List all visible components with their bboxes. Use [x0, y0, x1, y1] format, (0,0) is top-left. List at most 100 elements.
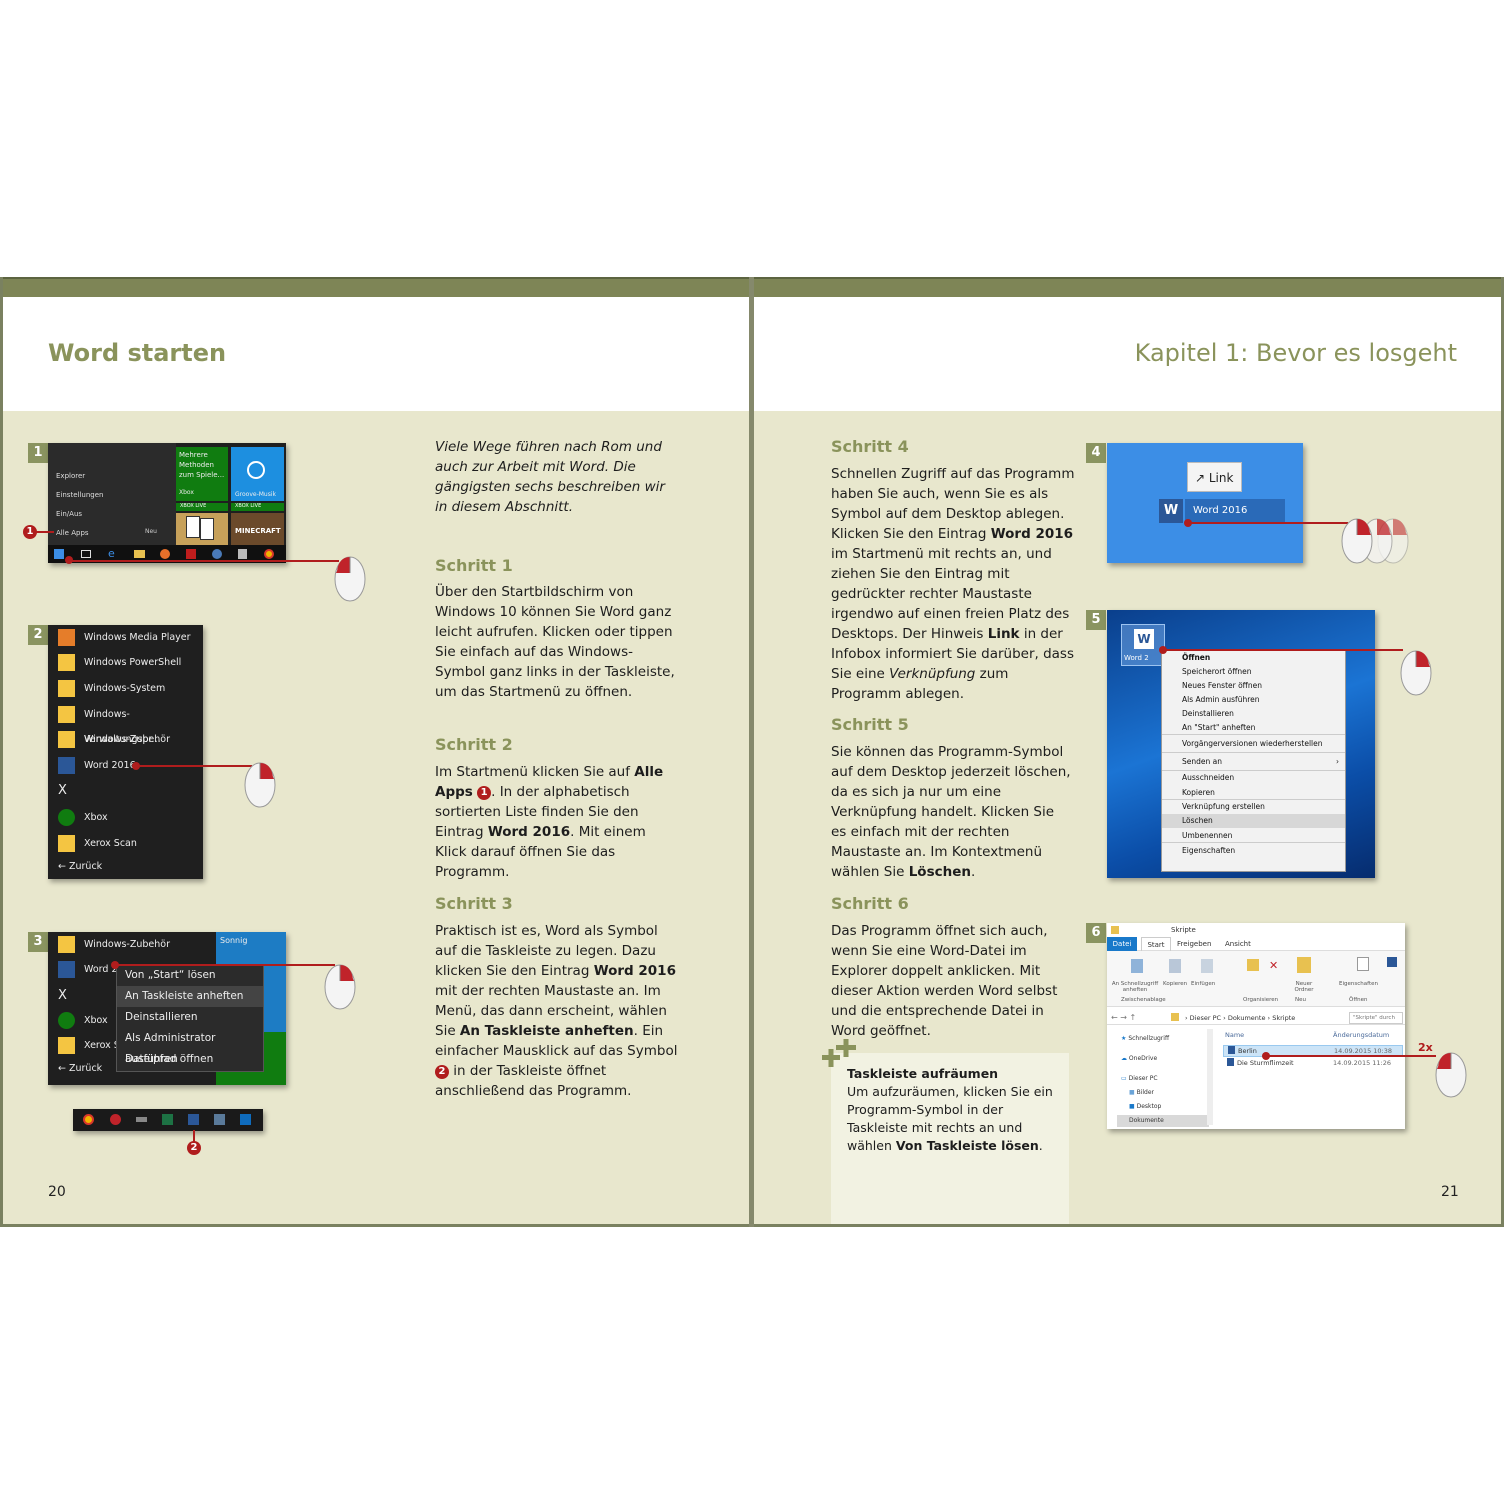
word-entry[interactable]: Word 2016: [1185, 499, 1285, 523]
ctx-send-to[interactable]: Senden an›: [1162, 753, 1345, 771]
pointer-line-6: [1266, 1055, 1436, 1057]
new-folder-button[interactable]: Neuer Ordner: [1294, 981, 1314, 993]
callout-2: 2: [187, 1141, 201, 1155]
app-xbox: Xbox: [48, 1008, 200, 1033]
calculator-icon[interactable]: [238, 549, 247, 559]
nav-pane: ★ Schnellzugriff ☁ OneDrive ▭ Dieser PC …: [1107, 1027, 1213, 1129]
app-accessories: Windows-Zubehör: [48, 932, 200, 957]
excel-icon[interactable]: [162, 1114, 173, 1125]
mouse-icon: [1341, 518, 1373, 564]
col-name[interactable]: Name: [1225, 1031, 1245, 1039]
mouse-icon: [244, 762, 276, 808]
nav-quick-access[interactable]: ★ Schnellzugriff: [1121, 1035, 1170, 1042]
nav-desktop[interactable]: ■ Desktop: [1129, 1103, 1162, 1110]
tab-datei[interactable]: Datei: [1107, 937, 1137, 951]
left-page: Word starten 1 Explorer Einstellungen Ei…: [0, 277, 750, 1227]
outlook-icon[interactable]: [240, 1114, 251, 1125]
nav-onedrive[interactable]: ☁ OneDrive: [1121, 1055, 1158, 1062]
edge-icon[interactable]: e: [108, 547, 115, 560]
ctx-open[interactable]: Öffnen: [1182, 653, 1211, 662]
word-icon[interactable]: [188, 1114, 199, 1125]
address-bar[interactable]: ← → ↑ › Dieser PC › Dokumente › Skripte …: [1107, 1011, 1405, 1025]
pin-quick-access[interactable]: An Schnellzugriff anheften: [1111, 981, 1159, 993]
ctx-unpin-start[interactable]: Von „Start“ lösen: [125, 969, 216, 981]
ctx-cut[interactable]: Ausschneiden: [1182, 773, 1235, 782]
app-icon[interactable]: [136, 1117, 147, 1122]
tab-ansicht[interactable]: Ansicht: [1225, 940, 1251, 948]
ctx-uninstall[interactable]: Deinstallieren: [125, 1011, 198, 1023]
ctx-previous-versions[interactable]: Vorgängerversionen wiederherstellen: [1162, 735, 1345, 753]
ctx-rename[interactable]: Umbenennen: [1162, 828, 1345, 843]
tile-minecraft: MINECRAFT: [231, 513, 284, 545]
windows-icon[interactable]: [54, 549, 64, 559]
menu-power: Ein/Aus: [56, 510, 83, 518]
firefox-icon[interactable]: [160, 549, 170, 559]
ribbon-tabs: Datei Start Freigeben Ansicht: [1107, 937, 1405, 951]
step-5-title: Schritt 5: [831, 715, 909, 734]
nav-pictures[interactable]: ■ Bilder: [1129, 1089, 1155, 1096]
search-input[interactable]: "Skripte" durch: [1349, 1012, 1403, 1024]
taskbar-strip: [73, 1109, 263, 1131]
ribbon: An Schnellzugriff anheften Kopieren Einf…: [1107, 951, 1405, 1007]
ctx-new-window[interactable]: Neues Fenster öffnen: [1182, 681, 1262, 690]
step-2-title: Schritt 2: [435, 735, 513, 754]
mouse-icon: [1435, 1052, 1467, 1098]
ctx-delete[interactable]: Löschen: [1162, 814, 1345, 828]
pointer-line-2: [136, 765, 252, 767]
back-button[interactable]: ← Zurück: [58, 1063, 103, 1074]
ctx-run-admin[interactable]: Als Admin ausführen: [1182, 695, 1260, 704]
step-badge-2: 2: [28, 625, 48, 645]
word-icon[interactable]: W: [1159, 499, 1183, 523]
section-title: Word starten: [48, 339, 227, 367]
menu-all-apps: Alle Apps: [56, 529, 89, 537]
intro-text: Viele Wege führen nach Rom und auch zur …: [435, 439, 665, 515]
nav-documents[interactable]: Dokumente: [1117, 1115, 1209, 1127]
tile-groove: Groove-Musik: [231, 447, 284, 501]
filezilla-icon[interactable]: [186, 549, 196, 559]
ctx-pin-start[interactable]: An "Start" anheften: [1162, 721, 1345, 735]
ctx-create-shortcut[interactable]: Verknüpfung erstellen: [1182, 802, 1265, 811]
plus-icon: [822, 1039, 856, 1067]
step-badge-6: 6: [1086, 923, 1106, 943]
ctx-uninstall[interactable]: Deinstallieren: [1182, 709, 1234, 718]
top-bar: [3, 277, 750, 297]
network-icon[interactable]: [212, 549, 222, 559]
paste-button[interactable]: Einfügen: [1191, 981, 1216, 987]
app-icon[interactable]: [110, 1114, 121, 1125]
all-apps-screenshot: Windows Media Player Windows PowerShell …: [48, 625, 203, 879]
tab-freigeben[interactable]: Freigeben: [1177, 940, 1212, 948]
step-badge-5: 5: [1086, 610, 1106, 630]
properties-button[interactable]: Eigenschaften: [1339, 981, 1378, 987]
app-icon[interactable]: [214, 1114, 225, 1125]
desktop-word-shortcut[interactable]: W Word 2: [1121, 624, 1165, 666]
ctx-copy[interactable]: Kopieren: [1162, 785, 1345, 800]
right-page: Kapitel 1: Bevor es losgeht Schritt 4 Sc…: [754, 277, 1504, 1227]
ctx-open-path[interactable]: Dateipfad öffnen: [125, 1053, 214, 1065]
folder-icon[interactable]: [134, 550, 145, 558]
chapter-title: Kapitel 1: Bevor es losgeht: [1134, 339, 1457, 367]
nav-this-pc[interactable]: ▭ Dieser PC: [1121, 1075, 1158, 1082]
copy-button[interactable]: Kopieren: [1163, 981, 1188, 987]
col-date[interactable]: Änderungsdatum: [1333, 1031, 1390, 1039]
ctx-run-admin[interactable]: Als Administrator ausführen: [125, 1032, 216, 1065]
ctx-open-location[interactable]: Speicherort öffnen: [1182, 667, 1252, 676]
step-badge-1: 1: [28, 443, 48, 463]
task-view-icon[interactable]: [81, 550, 91, 558]
back-button[interactable]: ← Zurück: [58, 861, 103, 872]
breadcrumb: › Dieser PC › Dokumente › Skripte: [1185, 1014, 1296, 1022]
page-header: Word starten: [3, 297, 750, 411]
tile-cards: [176, 513, 228, 545]
ctx-properties[interactable]: Eigenschaften: [1182, 846, 1236, 855]
letter-x: X: [58, 783, 67, 798]
chrome-icon[interactable]: [264, 549, 274, 559]
page-number-right: 21: [1441, 1184, 1459, 1200]
scrollbar[interactable]: [1207, 1029, 1213, 1125]
tab-start[interactable]: Start: [1141, 937, 1171, 951]
app-word-2016[interactable]: Word 2016: [48, 753, 200, 778]
file-row[interactable]: Die Sturmflimzeit 14.09.2015 11:26: [1223, 1058, 1403, 1070]
chrome-icon[interactable]: [83, 1114, 94, 1125]
pointer-line-1: [69, 560, 339, 562]
app-powershell: Windows PowerShell: [48, 650, 200, 675]
ctx-pin-taskbar[interactable]: An Taskleiste anheften: [117, 986, 263, 1007]
callout-1: 1: [23, 525, 37, 539]
